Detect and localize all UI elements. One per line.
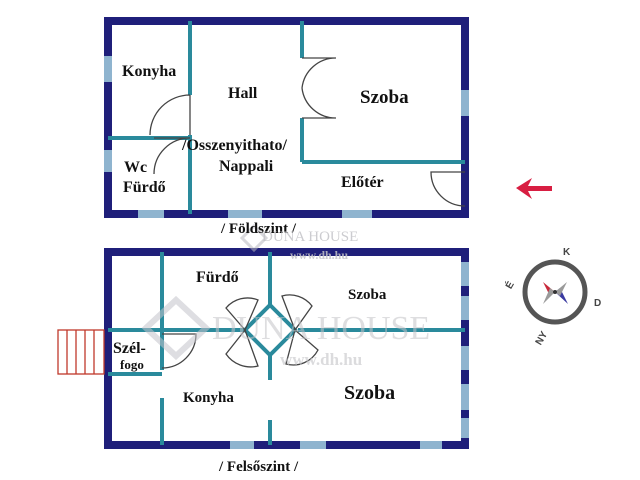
upper-window <box>461 346 469 370</box>
door-furdo <box>225 297 259 332</box>
door-konyha <box>149 94 191 136</box>
upper-floor-caption: / Felsőszint / <box>219 459 299 475</box>
upper-window <box>461 418 469 438</box>
upper-window <box>300 441 326 449</box>
upper-window <box>461 296 469 320</box>
ground-window <box>104 56 112 82</box>
ground-window <box>461 90 469 116</box>
room-label-nappali-line2: Nappali <box>219 158 274 175</box>
upper-window <box>230 441 254 449</box>
door-szoba-small <box>281 294 313 332</box>
room-label-wc-furdo: Fürdő <box>123 179 166 196</box>
compass-needle-shadow <box>555 282 567 296</box>
compass <box>522 259 588 325</box>
ground-window <box>228 210 262 218</box>
room-label-konyha: Konyha <box>122 63 177 80</box>
room-label-szoba: Szoba <box>360 87 409 108</box>
room-label-hall: Hall <box>228 85 258 102</box>
ground-floor-caption: / Földszint / <box>221 221 297 237</box>
compass-letter-k: K <box>563 247 571 258</box>
compass-hub <box>553 290 557 294</box>
ground-window <box>342 210 372 218</box>
room-label-szelfogo-line2: fogo <box>120 357 144 372</box>
upper-window <box>420 441 442 449</box>
room-label-szoba-large: Szoba <box>344 382 396 404</box>
watermark-url: www.dh.hu <box>290 248 349 262</box>
watermark-brand: DUNA HOUSE <box>262 229 359 245</box>
room-label-nappali-line1: /Osszenyithato/ <box>182 137 287 154</box>
compass-letter-d: D <box>594 298 602 309</box>
watermark-logo-icon <box>141 223 269 361</box>
entrance-arrow-icon <box>516 178 552 199</box>
door-konyha-upper <box>225 328 259 368</box>
upper-window <box>461 262 469 286</box>
room-label-szelfogo-line1: Szél- <box>113 340 146 357</box>
ground-window <box>104 150 112 172</box>
room-label-szoba-small: Szoba <box>348 287 387 303</box>
ground-floor-plan <box>104 17 552 218</box>
upper-window <box>461 384 469 410</box>
door-szoba-large <box>285 328 319 366</box>
door-wc <box>153 137 191 175</box>
door-entrance <box>430 171 466 207</box>
compass-needle-shadow <box>543 288 555 304</box>
room-label-furdo: Fürdő <box>196 269 239 286</box>
entrance-stairs <box>57 329 105 375</box>
door-szoba-double <box>301 57 337 119</box>
room-label-eloter: Előtér <box>341 174 384 191</box>
watermark-url-large: www.dh.hu <box>280 350 363 369</box>
watermark-brand-large: DUNA HOUSE <box>212 310 431 347</box>
ground-floor-outer-wall <box>104 17 469 218</box>
ground-window <box>138 210 164 218</box>
room-label-konyha-upper: Konyha <box>183 390 234 406</box>
room-label-wc: Wc <box>124 159 148 176</box>
